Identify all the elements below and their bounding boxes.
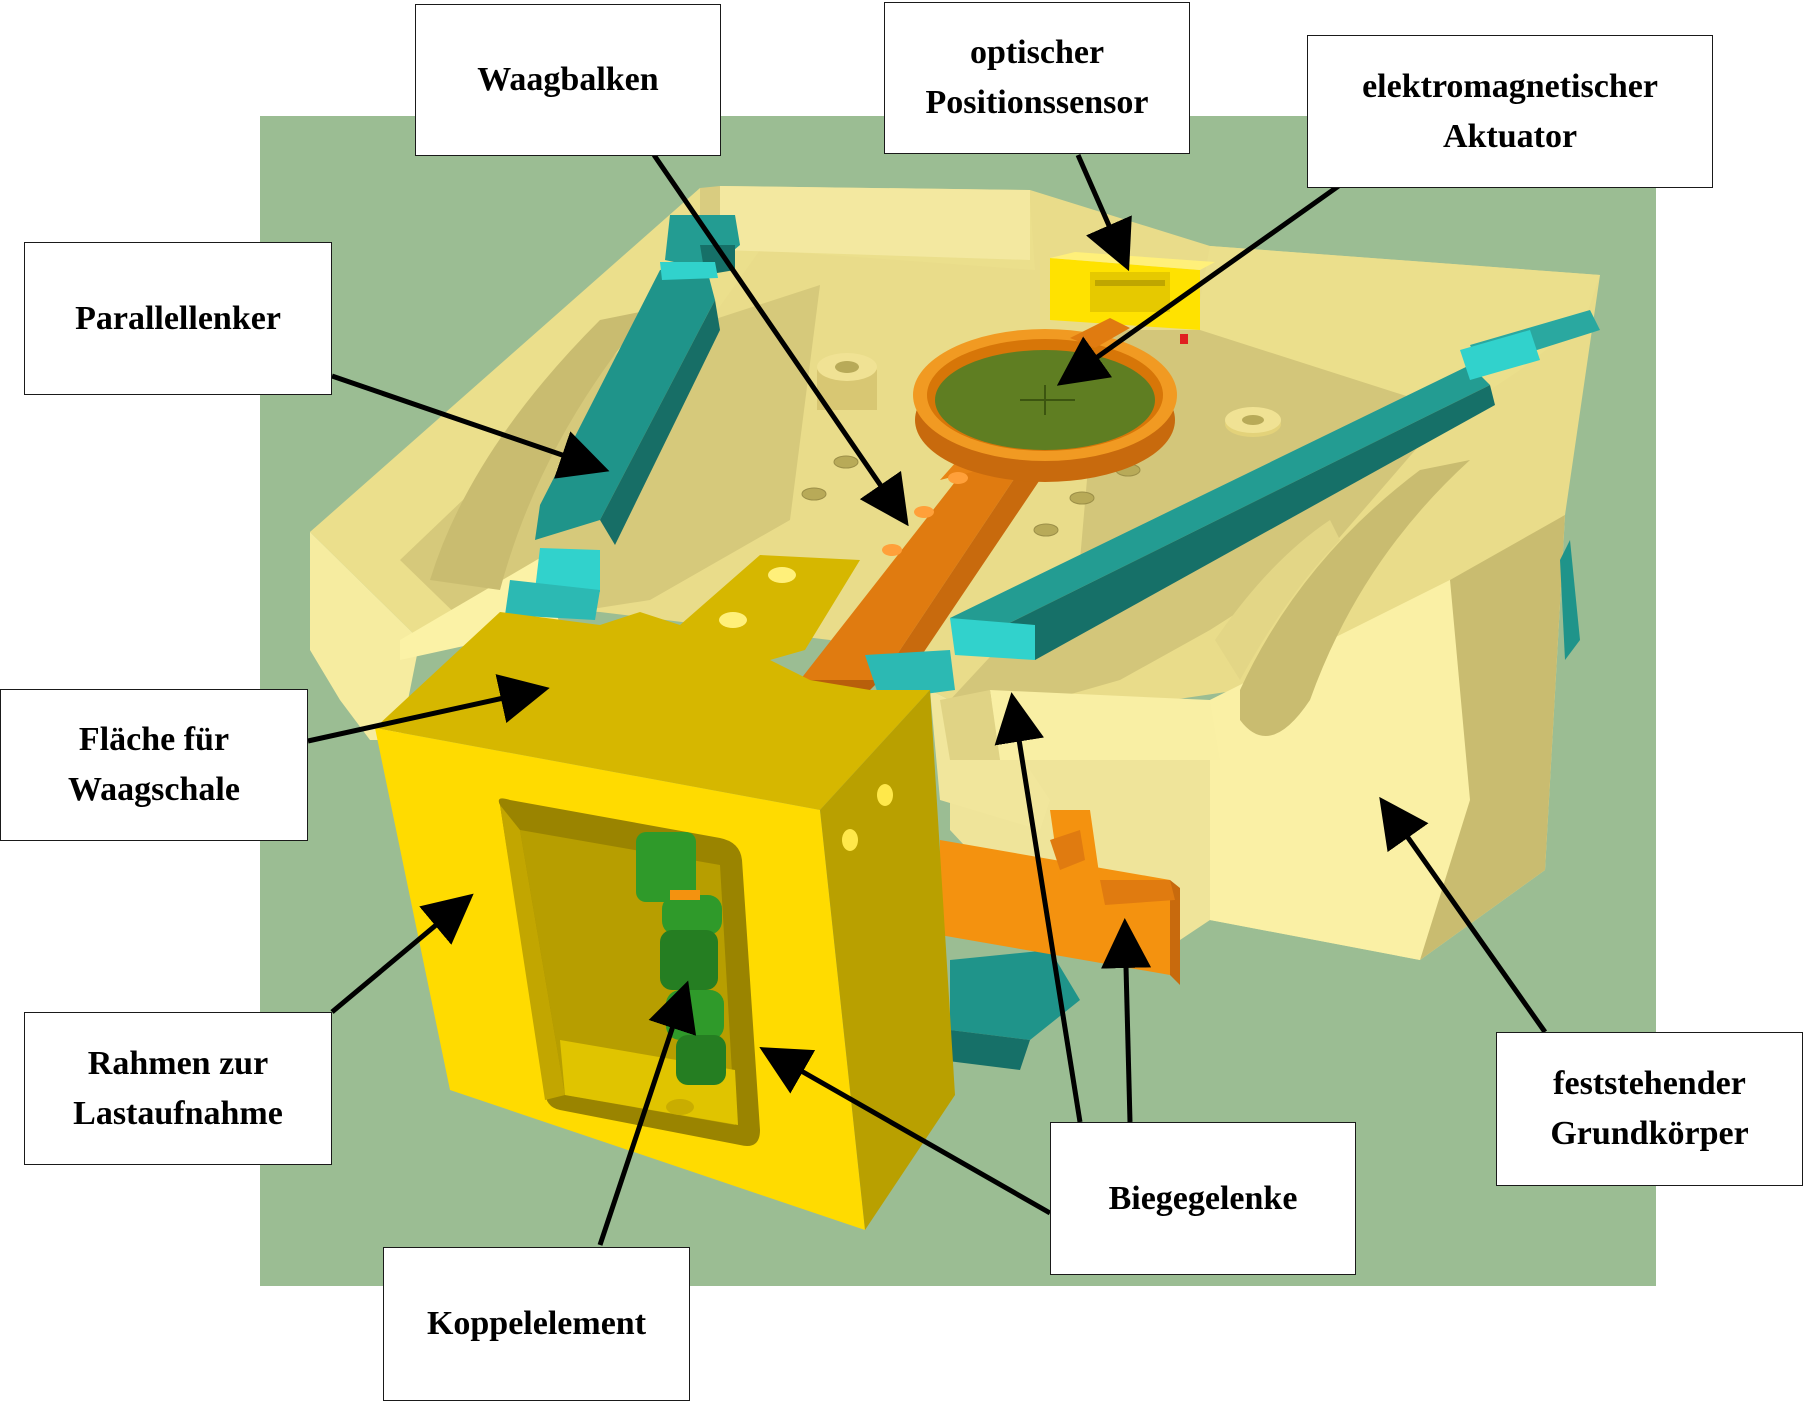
arrow-rahmen-zur-lastaufnahme	[330, 893, 474, 1014]
label-parallellenker: Parallellenker	[24, 242, 332, 395]
label-line: Lastaufnahme	[73, 1094, 283, 1132]
mounting-posts	[817, 353, 1281, 437]
arrow-biegegelenke-link	[994, 692, 1083, 1123]
label-feststehender-grundkoerper-text: feststehender Grundkörper	[1550, 1059, 1748, 1159]
label-koppelelement-text: Koppelelement	[427, 1299, 646, 1349]
label-line: Biegegelenke	[1108, 1179, 1298, 1217]
label-rahmen-zur-lastaufnahme-text: Rahmen zur Lastaufnahme	[73, 1039, 283, 1139]
label-line: Waagschale	[68, 771, 240, 808]
arrow-koppelelement	[597, 980, 697, 1246]
label-elektromagnetischer-aktuator: elektromagnetischer Aktuator	[1307, 35, 1713, 188]
arrow-biegegelenke-lever	[1101, 918, 1152, 1123]
label-line: Rahmen zur	[87, 1044, 269, 1082]
label-line: feststehender	[1553, 1065, 1746, 1102]
arrow-parallellenker	[331, 373, 610, 479]
label-flaeche-fuer-waagschale-text: Fläche für Waagschale	[68, 715, 240, 815]
arrow-feststehender-grundkoerper	[1379, 796, 1548, 1034]
label-line: Fläche für	[78, 721, 230, 758]
arrow-waagbalken	[651, 153, 909, 527]
label-biegegelenke-text: Biegegelenke	[1109, 1174, 1298, 1224]
label-optischer-positionssensor-text: optischer Positionssensor	[926, 28, 1149, 128]
label-koppelelement: Koppelelement	[383, 1247, 690, 1401]
label-line: Grundkörper	[1550, 1115, 1749, 1152]
label-waagbalken: Waagbalken	[415, 4, 721, 156]
label-line: Aktuator	[1442, 117, 1578, 155]
arrow-elektromagnetischer-aktuator	[1056, 182, 1342, 386]
label-line: Waagbalken	[477, 61, 659, 98]
arrow-biegegelenke-frame	[759, 1047, 1052, 1216]
label-line: Koppelelement	[426, 1305, 647, 1342]
label-line: Parallellenker	[75, 299, 281, 337]
arrow-flaeche-fuer-waagschale	[307, 674, 550, 744]
label-feststehender-grundkoerper: feststehender Grundkörper	[1496, 1032, 1803, 1186]
base-holes	[801, 455, 1141, 537]
label-waagbalken-text: Waagbalken	[477, 55, 658, 105]
label-biegegelenke: Biegegelenke	[1050, 1122, 1356, 1275]
label-parallellenker-text: Parallellenker	[75, 294, 281, 344]
arrow-optischer-positionssensor	[1075, 153, 1132, 272]
label-line: optischer	[969, 34, 1105, 71]
label-line: elektromagnetischer	[1362, 67, 1658, 105]
pointer-arrows	[307, 153, 1548, 1246]
label-elektromagnetischer-aktuator-text: elektromagnetischer Aktuator	[1362, 62, 1658, 162]
label-optischer-positionssensor: optischer Positionssensor	[884, 2, 1190, 154]
label-flaeche-fuer-waagschale: Fläche für Waagschale	[0, 689, 308, 841]
label-rahmen-zur-lastaufnahme: Rahmen zur Lastaufnahme	[24, 1012, 332, 1165]
label-line: Positionssensor	[925, 84, 1149, 121]
